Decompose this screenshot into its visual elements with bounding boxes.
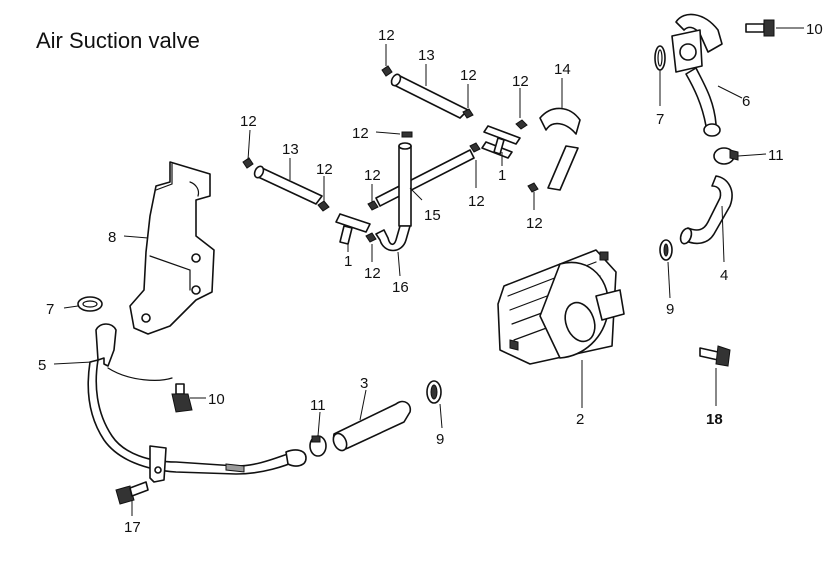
- pipe-5: [87, 323, 307, 483]
- callout-9: 9: [436, 431, 444, 448]
- callout-9: 9: [666, 301, 674, 318]
- clip-12: [242, 157, 254, 169]
- hose-13-lower: [253, 165, 323, 205]
- callout-12: 12: [526, 215, 543, 232]
- callout-11: 11: [768, 147, 784, 164]
- diagram-title: Air Suction valve: [36, 28, 200, 53]
- bolt-10-upper: [745, 19, 775, 37]
- air-suction-valve-2: [497, 249, 625, 365]
- pipe-6: [671, 13, 723, 137]
- clamp-11-upper: [713, 147, 739, 165]
- callout-12: 12: [460, 67, 477, 84]
- tee-1-upper: [481, 125, 521, 159]
- callout-labels: 12 13 12 12 14 12 12 1 12 12 13 12 12 15…: [38, 21, 823, 536]
- callout-6: 6: [742, 93, 750, 110]
- hose-16: [375, 225, 411, 252]
- callout-12: 12: [316, 161, 333, 178]
- callout-4: 4: [720, 267, 728, 284]
- callout-12: 12: [352, 125, 369, 142]
- callout-10: 10: [208, 391, 225, 408]
- callout-15: 15: [424, 207, 441, 224]
- leader-lines: [53, 27, 804, 516]
- callout-12: 12: [364, 265, 381, 282]
- callout-11: 11: [310, 397, 326, 414]
- callout-2: 2: [576, 411, 584, 428]
- callout-3: 3: [360, 375, 368, 392]
- clip-12: [462, 108, 474, 119]
- hose-14: [539, 107, 581, 191]
- hose-4: [679, 175, 733, 245]
- callout-1: 1: [344, 253, 352, 270]
- gasket-7-upper: [654, 45, 666, 71]
- bracket-8: [129, 161, 215, 335]
- callout-8: 8: [108, 229, 116, 246]
- clip-12: [365, 232, 377, 243]
- callout-12: 12: [512, 73, 529, 90]
- clip-12: [367, 200, 379, 211]
- clip-12: [469, 142, 481, 153]
- callout-14: 14: [554, 61, 571, 78]
- clip-12: [381, 65, 393, 77]
- clamp-11-lower: [309, 435, 327, 457]
- clip-12: [317, 200, 330, 212]
- clamp-9-lower: [426, 380, 442, 404]
- callout-12: 12: [240, 113, 257, 130]
- tee-1-lower: [335, 213, 371, 245]
- bolt-17: [115, 481, 149, 505]
- hose-13-upper: [390, 73, 469, 119]
- bolt-10-left: [171, 383, 193, 413]
- callout-1: 1: [498, 167, 506, 184]
- hose-3: [332, 400, 412, 452]
- pipe-15: [375, 142, 475, 227]
- bolt-18: [699, 345, 731, 367]
- callout-13: 13: [282, 141, 299, 158]
- clip-12: [527, 182, 539, 193]
- callout-16: 16: [392, 279, 409, 296]
- callout-12: 12: [364, 167, 381, 184]
- clip-12: [401, 131, 413, 138]
- callout-12: 12: [378, 27, 395, 44]
- callout-7: 7: [46, 301, 54, 318]
- callout-5: 5: [38, 357, 46, 374]
- callout-10: 10: [806, 21, 823, 38]
- callout-7: 7: [656, 111, 664, 128]
- gasket-7-left: [77, 296, 103, 312]
- callout-18: 18: [706, 411, 723, 428]
- callout-17: 17: [124, 519, 141, 536]
- clamp-9-right: [659, 239, 673, 261]
- callout-12: 12: [468, 193, 485, 210]
- clip-12: [515, 119, 528, 130]
- callout-13: 13: [418, 47, 435, 64]
